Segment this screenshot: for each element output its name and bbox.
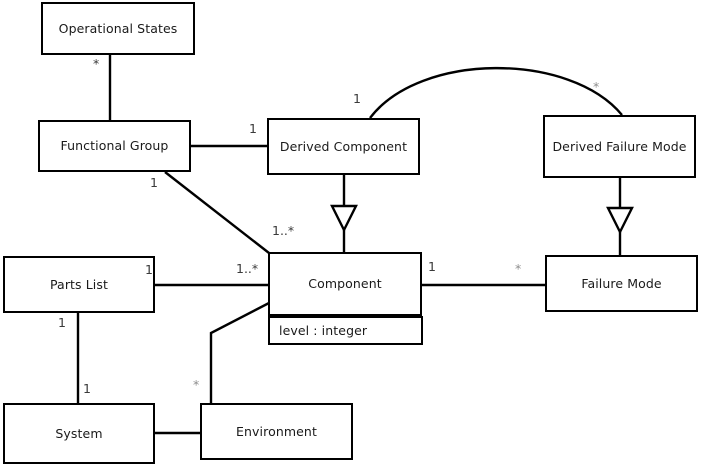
class-box-functional-group[interactable]: Functional Group [38,120,191,172]
class-name-system: System [55,425,103,441]
edge-derived-component-derived-failure-mode-arc [369,66,623,119]
generalization-triangle-component [330,204,358,233]
multiplicity-component-to-failure-mode: 1 [428,259,436,274]
edge-environment-component [209,301,270,403]
class-name-operational-states: Operational States [58,20,178,36]
multiplicity-derived-failure-mode-arc: * [593,79,600,94]
class-box-derived-component[interactable]: Derived Component [267,118,420,175]
class-name-component: Component [308,276,382,292]
multiplicity-derived-component-arc: 1 [353,91,361,106]
multiplicity-component-from-parts-list: 1..* [236,261,259,276]
class-attributes-component[interactable]: level : integer [268,316,423,345]
generalization-triangle-failure-mode [606,206,634,235]
class-box-environment[interactable]: Environment [200,403,353,460]
multiplicity-system-end: 1 [83,381,91,396]
class-box-system[interactable]: System [3,403,155,464]
multiplicity-environment-end: * [193,377,200,392]
class-name-failure-mode: Failure Mode [581,275,662,291]
class-box-component[interactable]: Component [268,252,422,316]
class-box-parts-list[interactable]: Parts List [3,256,155,313]
attribute-level: level : integer [279,323,368,338]
class-name-functional-group: Functional Group [60,138,169,154]
edge-functional-group-component [164,171,270,254]
multiplicity-parts-list-end: 1 [145,262,153,277]
multiplicity-fg-to-component: 1 [150,175,158,190]
class-box-derived-failure-mode[interactable]: Derived Failure Mode [543,115,696,178]
multiplicity-op-states-to-fg: * [93,56,100,71]
class-box-operational-states[interactable]: Operational States [41,2,195,55]
class-name-parts-list: Parts List [49,276,108,292]
class-box-failure-mode[interactable]: Failure Mode [545,255,698,312]
multiplicity-parts-list-to-system: 1 [58,315,66,330]
multiplicity-failure-mode-end: * [515,261,522,276]
class-name-derived-component: Derived Component [279,138,408,154]
multiplicity-component-from-functional-group: 1..* [272,223,295,238]
class-name-derived-failure-mode: Derived Failure Mode [552,138,687,154]
class-name-environment: Environment [236,423,317,439]
multiplicity-fg-to-derived-component: 1 [249,121,257,136]
